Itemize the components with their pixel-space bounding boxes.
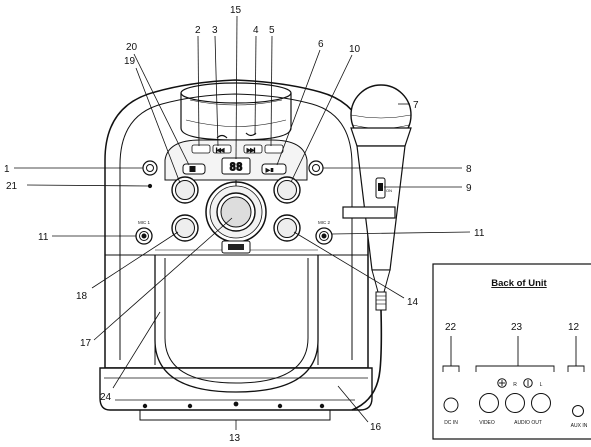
callout-24: 24 xyxy=(100,392,112,403)
callout-11-left: 11 xyxy=(38,232,49,243)
audio-out-label: AUDIO OUT xyxy=(514,420,542,426)
l-label: L xyxy=(540,382,543,388)
video-label: VIDEO xyxy=(479,420,495,426)
dc-in-label: DC IN xyxy=(444,420,458,426)
power-indicator xyxy=(147,183,153,189)
r-label: R xyxy=(513,382,517,388)
play-pause-button[interactable] xyxy=(261,163,287,175)
callout-11-right: 11 xyxy=(474,228,485,239)
callout-numbers: 1 21 11 18 17 24 19 20 2 3 15 4 5 6 10 7… xyxy=(4,5,485,444)
power-button[interactable] xyxy=(142,160,158,176)
callout-16: 16 xyxy=(370,422,382,433)
mic1-label: MIC 1 xyxy=(138,220,150,225)
display-digits: 88 xyxy=(229,161,242,174)
dc-in-jack[interactable] xyxy=(443,397,459,413)
callout-21: 21 xyxy=(6,181,18,192)
callout-5: 5 xyxy=(269,25,275,36)
callout-18: 18 xyxy=(76,291,88,302)
callout-14: 14 xyxy=(407,297,419,308)
program-button[interactable] xyxy=(264,144,284,154)
audio-out-r-jack[interactable] xyxy=(505,393,525,413)
callout-15: 15 xyxy=(230,5,242,16)
back-of-unit-panel: Back of Unit 22 23 12 xyxy=(432,263,591,440)
callout-20: 20 xyxy=(126,42,138,53)
callout-6: 6 xyxy=(318,39,324,50)
callout-4: 4 xyxy=(253,25,259,36)
microphone xyxy=(342,84,412,411)
aux-in-label: AUX IN xyxy=(571,423,588,429)
callout-17: 17 xyxy=(80,338,92,349)
callout-3: 3 xyxy=(212,25,218,36)
mic2-label: MIC 2 xyxy=(318,220,330,225)
back-panel-title: Back of Unit xyxy=(491,278,547,289)
callout-22: 22 xyxy=(445,322,457,333)
aux-in-jack[interactable] xyxy=(572,405,584,417)
light-button[interactable] xyxy=(308,160,324,176)
callout-9: 9 xyxy=(466,183,472,194)
audio-out-l-jack[interactable] xyxy=(531,393,551,413)
callout-10: 10 xyxy=(349,44,361,55)
svg-text:▶ II: ▶ II xyxy=(266,168,273,173)
mic-switch-label: ON xyxy=(386,188,392,193)
svg-text:▶▶|: ▶▶| xyxy=(247,148,255,153)
video-jack[interactable] xyxy=(479,393,499,413)
callout-1: 1 xyxy=(4,164,10,175)
mic-clip xyxy=(342,206,396,219)
leader-lines xyxy=(14,15,471,430)
repeat-button[interactable] xyxy=(191,144,211,154)
svg-text:|◀◀: |◀◀ xyxy=(216,148,225,153)
callout-12: 12 xyxy=(568,322,580,333)
top-buttons: |◀◀ ▶▶| ▶ II 88 xyxy=(182,132,287,175)
callout-8: 8 xyxy=(466,164,472,175)
callout-13: 13 xyxy=(229,433,241,444)
callout-2: 2 xyxy=(195,25,201,36)
callout-19: 19 xyxy=(124,56,136,67)
prev-button[interactable] xyxy=(212,144,232,154)
callout-23: 23 xyxy=(511,322,523,333)
controls xyxy=(135,160,333,254)
next-button[interactable] xyxy=(243,144,263,154)
callout-7: 7 xyxy=(413,100,419,111)
